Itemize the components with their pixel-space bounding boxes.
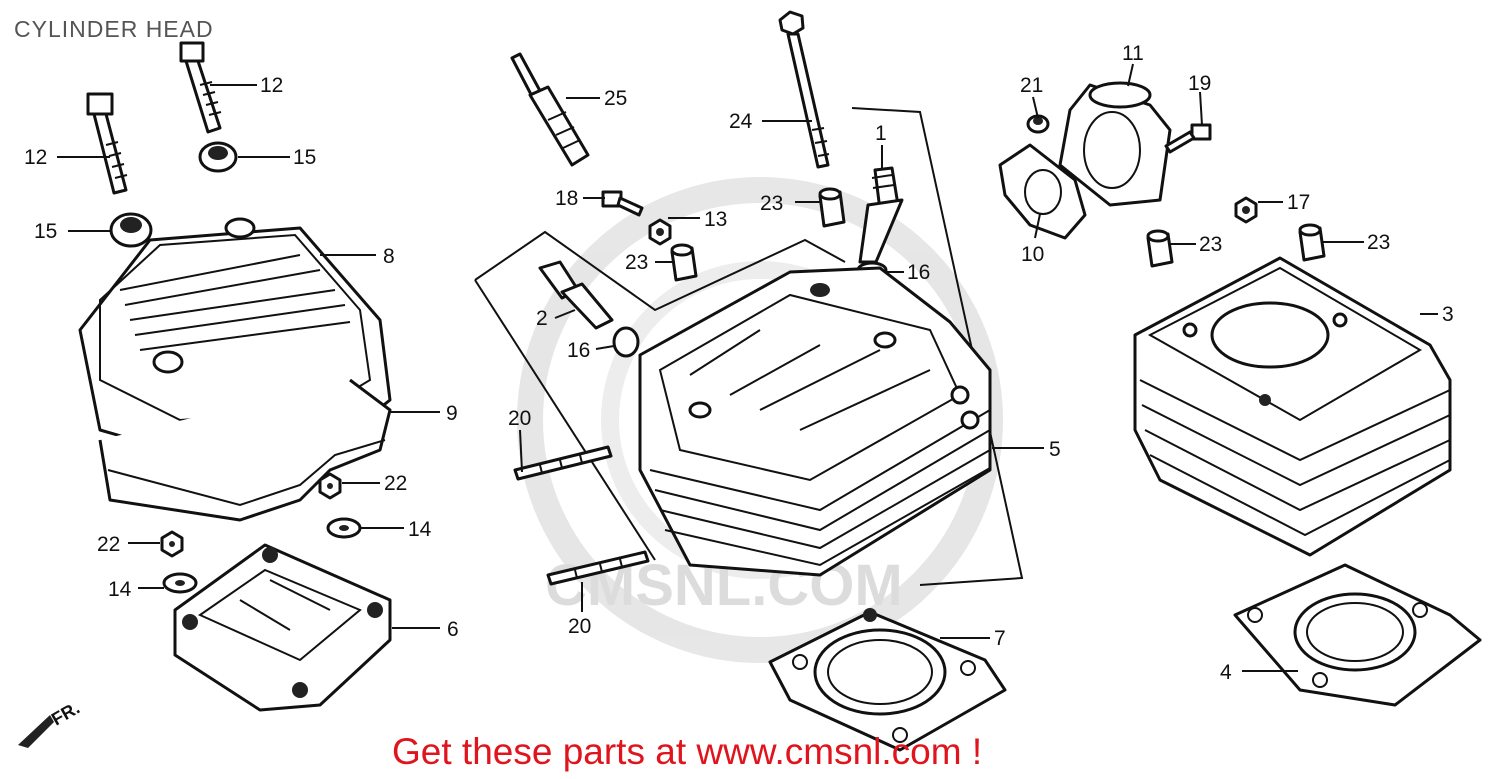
part-3-cylinder[interactable] <box>1133 256 1452 557</box>
part-19-bolt[interactable] <box>1164 123 1212 154</box>
callout-12-lower: 12 <box>24 146 47 169</box>
part-15-cap-upper[interactable] <box>198 141 238 173</box>
part-10-insulator[interactable] <box>998 143 1087 240</box>
part-18-bolt[interactable] <box>601 190 644 217</box>
part-4-cylinder-base-gasket[interactable] <box>1233 563 1482 707</box>
callout-22-right: 22 <box>384 472 407 495</box>
part-21-nut[interactable] <box>1026 114 1050 134</box>
callout-16-left: 16 <box>567 339 590 362</box>
part-17-nut[interactable] <box>1234 196 1258 224</box>
callout-21: 21 <box>1020 74 1043 97</box>
part-22-nut-left[interactable] <box>160 530 184 558</box>
part-11-intake-pipe[interactable] <box>1058 81 1172 207</box>
part-15-cap-lower[interactable] <box>109 212 153 248</box>
part-23-dowel-pin-c[interactable] <box>1146 229 1174 268</box>
part-24-long-stud-bolt[interactable] <box>778 10 830 169</box>
callout-23-a: 23 <box>760 192 783 215</box>
callout-11: 11 <box>1122 42 1144 65</box>
front-arrow-icon <box>18 715 54 748</box>
callout-23-c: 23 <box>1199 233 1222 256</box>
part-9-head-cover-gasket[interactable] <box>98 378 392 522</box>
part-7-cylinder-head-gasket[interactable] <box>768 608 1007 752</box>
callout-20-upper: 20 <box>508 407 531 430</box>
part-12-bolt-lower[interactable] <box>86 92 128 195</box>
promo-banner-link[interactable]: Get these parts at www.cmsnl.com ! <box>392 731 983 772</box>
callout-19: 19 <box>1188 72 1211 95</box>
part-20-stud-upper[interactable] <box>513 445 613 481</box>
callout-20-lower: 20 <box>568 615 591 638</box>
part-5-cylinder-head[interactable] <box>638 266 992 577</box>
part-14-washer-left[interactable] <box>162 572 198 594</box>
callout-1: 1 <box>875 122 887 145</box>
callout-16-right: 16 <box>907 261 930 284</box>
part-23-dowel-pin-d[interactable] <box>1298 223 1326 262</box>
callout-14-left: 14 <box>108 578 132 601</box>
page-title: CYLINDER HEAD <box>14 16 214 42</box>
callout-3: 3 <box>1442 303 1454 326</box>
callout-13: 13 <box>704 208 727 231</box>
part-14-washer-right[interactable] <box>326 517 362 539</box>
callout-15-lower: 15 <box>34 220 57 243</box>
part-25-spark-plug[interactable] <box>510 52 590 167</box>
callout-15-upper: 15 <box>293 146 316 169</box>
callout-14-right: 14 <box>408 518 432 541</box>
callout-12-upper: 12 <box>260 74 283 97</box>
callout-25: 25 <box>604 87 627 110</box>
callout-17: 17 <box>1287 191 1310 214</box>
callout-8: 8 <box>383 245 395 268</box>
part-13-nut[interactable] <box>648 218 672 246</box>
part-2-valve-guide[interactable] <box>538 260 614 330</box>
group-outline-diagonal <box>474 279 656 561</box>
part-6-camshaft-holder[interactable] <box>173 543 392 712</box>
callout-4: 4 <box>1220 661 1232 684</box>
callout-10: 10 <box>1021 243 1044 266</box>
callout-9: 9 <box>446 402 458 425</box>
callout-22-left: 22 <box>97 533 120 556</box>
callout-labels: 12 12 15 15 8 9 22 14 22 14 6 25 24 18 1… <box>24 42 1454 684</box>
part-23-dowel-pin-b[interactable] <box>670 243 698 282</box>
group-outline-left <box>474 230 846 312</box>
part-12-bolt-upper[interactable] <box>179 41 222 134</box>
part-22-nut-right[interactable] <box>318 472 342 500</box>
callout-6: 6 <box>447 618 459 641</box>
callout-18: 18 <box>555 187 578 210</box>
callout-5: 5 <box>1049 438 1061 461</box>
callout-23-b: 23 <box>625 251 648 274</box>
part-23-dowel-pin-a[interactable] <box>818 187 846 228</box>
front-label: FR. <box>48 698 83 730</box>
leader-lines <box>57 63 1438 672</box>
callout-7: 7 <box>994 627 1006 650</box>
part-16-o-ring-left[interactable] <box>612 326 640 358</box>
callout-2: 2 <box>536 307 548 330</box>
callout-24: 24 <box>729 110 753 133</box>
callout-23-d: 23 <box>1367 231 1390 254</box>
part-20-stud-lower[interactable] <box>546 550 650 586</box>
front-direction-marker: FR. <box>18 698 83 748</box>
